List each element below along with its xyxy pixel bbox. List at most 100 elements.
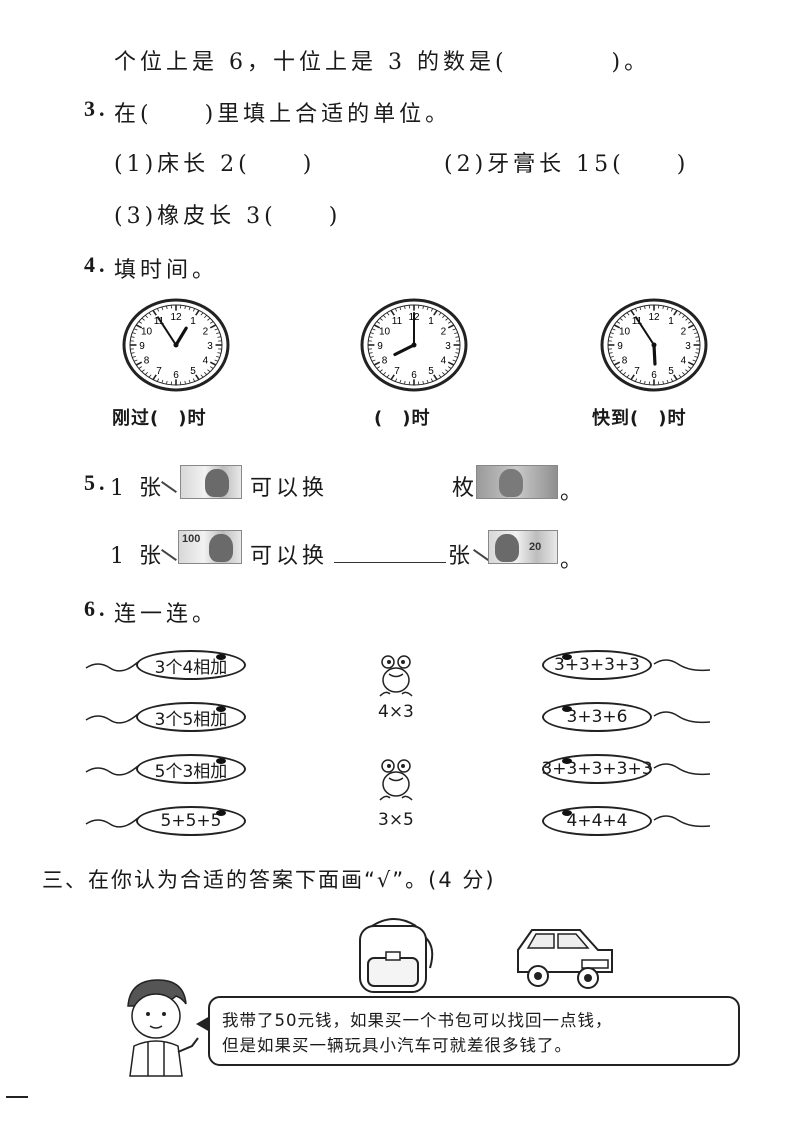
clock-tick [426,306,429,311]
dial-number: 8 [622,356,628,367]
speech-bubble: 我带了50元钱，如果买一个书包可以找回一点钱， 但是如果买一辆玩具小汽车可就差很… [208,996,740,1066]
dial-number: 10 [619,327,631,338]
dial-number: 7 [634,366,640,377]
clock-tick [433,374,438,381]
clock-tick [195,374,200,381]
dial-number: 6 [173,370,179,381]
clock-tick [687,324,695,329]
q3-item-2: (2)牙膏长 15( ) [444,152,690,177]
clock-tick [644,305,646,310]
dial-number: 11 [392,316,403,327]
clock-tick [214,328,219,331]
banknote-100-yuan: 100 [178,530,242,564]
note-head-icon [562,706,572,712]
corner-mark [6,1096,28,1098]
clock-tick [209,324,217,329]
right-note-1[interactable]: 3+3+3+3 [542,650,652,680]
clock-tick [626,374,630,378]
hour-hand [174,326,188,347]
dial-number: 1 [668,316,674,327]
banknote-10-yuan [180,465,242,499]
clock-tick [442,314,446,318]
minute-hand [635,316,655,346]
dial-number: 8 [144,356,150,367]
clock-tick [200,312,204,316]
q5-line1-post: 枚 [452,476,479,501]
note-head-icon [216,706,226,712]
clock-tick [622,372,626,376]
clock-tick [210,321,214,324]
note-label: 3个4相加 [154,657,228,678]
left-note-2[interactable]: 3个5相加 [136,702,246,732]
backpack-icon[interactable] [352,912,438,996]
clock-tick [447,324,455,329]
q4-number: 4. [84,252,109,277]
clock-tick [688,321,692,324]
clock-tick [217,336,222,338]
clock-tick [662,305,664,310]
right-note-2[interactable]: 3+3+6 [542,702,652,732]
clock-tick [694,355,698,358]
dial-number: 4 [441,356,447,367]
clock-tick [678,312,682,316]
toy-car-icon[interactable] [512,920,622,996]
clock-tick [616,366,620,369]
speech-line-2: 但是如果买一辆玩具小汽车可就差很多钱了。 [222,1036,572,1055]
clock-tick [184,380,186,385]
clock-tick [430,378,434,382]
q5-line1-pre: 1 张 [110,476,165,501]
clock-tick [133,359,138,362]
clock-tick [634,308,638,312]
left-note-4[interactable]: 5+5+5 [136,806,246,836]
clock-tick [204,372,208,376]
clock-center [411,342,417,348]
dial-number: 5 [668,366,674,377]
dial-number: 10 [379,327,391,338]
left-note-1[interactable]: 3个4相加 [136,650,246,680]
clock-tick [373,361,381,366]
dial-number: 10 [141,327,153,338]
answer-blank[interactable] [334,541,446,563]
dial-number: 11 [154,316,165,327]
dial-number: 3 [685,341,691,352]
clock-tick [611,328,616,331]
clock-tick [214,359,219,362]
clock-tick [608,352,613,354]
clock-tick [148,312,152,316]
frog-label-2: 3×5 [378,810,414,830]
clock-tick [682,372,686,376]
q5-line1-mid: 可以换 [250,476,329,501]
right-note-4[interactable]: 4+4+4 [542,806,652,836]
portrait-icon [209,534,233,562]
hour-hand [393,343,416,357]
clock-tick [634,378,638,382]
clock-tick [382,372,386,376]
q5-line2-pre: 1 张 [110,544,165,569]
frog-icon [379,655,413,697]
dial-number: 7 [156,366,162,377]
q3-prompt: 在( )里填上合适的单位。 [114,102,452,127]
q2-line: 个位上是 6，十位上是 3 的数是( )。 [114,50,651,75]
boy-icon [127,979,199,1077]
clock-tick [141,317,145,321]
clock-tick [644,380,646,385]
section3-title: 三、在你认为合适的答案下面画“√”。(4 分) [42,868,496,892]
dial-number: 3 [445,341,451,352]
q6-number: 6. [84,596,109,621]
clock-tick [370,332,374,335]
dial-number: 5 [428,366,434,377]
clock-tick [216,332,220,335]
clock-tick [184,305,186,310]
clock-tick [619,317,623,321]
right-note-3[interactable]: 3+3+3+3+3 [541,754,653,784]
clock-tick [135,361,143,366]
clock-tick [138,321,142,324]
clock-tick [448,321,452,324]
dial-number: 6 [411,370,417,381]
clock-tick [192,308,196,312]
left-note-3[interactable]: 5个3相加 [136,754,246,784]
clock-tick [613,361,621,366]
clock-tick [132,355,136,358]
dial-number: 5 [190,366,196,377]
